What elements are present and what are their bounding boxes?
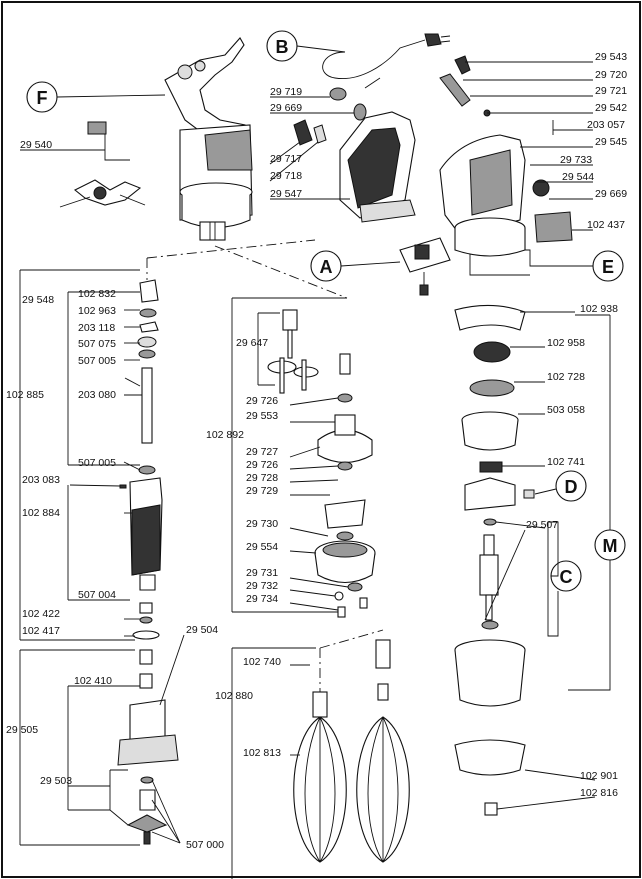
- label-102741: 102 741: [547, 456, 585, 468]
- callout-E-text: E: [602, 257, 614, 277]
- callout-F-text: F: [37, 88, 48, 108]
- callout-E: E: [469, 249, 624, 282]
- label-29548: 29 548: [22, 294, 54, 306]
- housing-shell-illustration: [339, 111, 416, 223]
- label-203118: 203 118: [78, 322, 115, 334]
- small-parts-upper-middle: [293, 87, 367, 146]
- label-29540: 29 540: [20, 139, 52, 151]
- label-29726-lower: 29 726: [246, 459, 278, 471]
- label-102437: 102 437: [587, 219, 625, 231]
- label-102417: 102 417: [22, 625, 60, 637]
- right-column-parts-illustration: [454, 304, 535, 816]
- callout-A: A: [310, 250, 401, 282]
- label-507000: 507 000: [186, 839, 224, 851]
- right-handle-housing-illustration: [439, 134, 573, 257]
- label-102728: 102 728: [547, 371, 585, 383]
- label-29554: 29 554: [246, 541, 278, 553]
- label-203057: 203 057: [587, 119, 625, 131]
- label-102963: 102 963: [78, 305, 116, 317]
- label-102813: 102 813: [243, 747, 281, 759]
- label-29669-left: 29 669: [270, 102, 302, 114]
- callout-M: M: [568, 314, 626, 691]
- switch-assembly-illustration: [399, 237, 451, 296]
- label-29504: 29 504: [186, 624, 218, 636]
- label-102740: 102 740: [243, 656, 281, 668]
- label-102832: 102 832: [78, 288, 116, 300]
- label-507075: 507 075: [78, 338, 116, 350]
- label-29719: 29 719: [270, 86, 302, 98]
- label-29545: 29 545: [595, 136, 627, 148]
- label-29734: 29 734: [246, 593, 278, 605]
- handle-frame-illustration: [59, 121, 146, 208]
- label-29721: 29 721: [595, 85, 627, 97]
- motor-housing-illustration: [164, 37, 253, 241]
- power-cable-illustration: [322, 33, 451, 89]
- label-102422: 102 422: [22, 608, 60, 620]
- label-507005-upper: 507 005: [78, 355, 116, 367]
- part-number-labels: 29 543 29 720 29 721 29 542 203 057 29 5…: [6, 51, 627, 851]
- label-203083: 203 083: [22, 474, 60, 486]
- callout-A-text: A: [320, 257, 333, 277]
- callout-F: F: [26, 81, 166, 113]
- label-102410: 102 410: [74, 675, 112, 687]
- label-29727: 29 727: [246, 446, 278, 458]
- middle-column-parts-illustration: [267, 309, 376, 618]
- label-507005-lower: 507 005: [78, 457, 116, 469]
- label-29732: 29 732: [246, 580, 278, 592]
- label-29542: 29 542: [595, 102, 627, 114]
- label-29647: 29 647: [236, 337, 268, 349]
- label-503058: 503 058: [547, 404, 585, 416]
- label-102892: 102 892: [206, 429, 244, 441]
- label-29730: 29 730: [246, 518, 278, 530]
- label-29505: 29 505: [6, 724, 38, 736]
- callout-B: B: [266, 30, 346, 62]
- label-29726-upper: 29 726: [246, 395, 278, 407]
- callout-M-text: M: [603, 536, 618, 556]
- leader-lines: [19, 61, 596, 879]
- label-29733: 29 733: [560, 154, 592, 166]
- label-102938: 102 938: [580, 303, 618, 315]
- label-29669-right: 29 669: [595, 188, 627, 200]
- callout-C-text: C: [560, 567, 573, 587]
- callout-C: C: [547, 521, 582, 637]
- label-507004: 507 004: [78, 589, 116, 601]
- label-102816: 102 816: [580, 787, 618, 799]
- label-29503: 29 503: [40, 775, 72, 787]
- label-29553: 29 553: [246, 410, 278, 422]
- label-29718: 29 718: [270, 170, 302, 182]
- label-102880: 102 880: [215, 690, 253, 702]
- label-102885: 102 885: [6, 389, 44, 401]
- whisk-illustration-left: [293, 691, 347, 863]
- label-29720: 29 720: [595, 69, 627, 81]
- label-102958: 102 958: [547, 337, 585, 349]
- whisk-illustration-right: [356, 639, 410, 863]
- label-29544: 29 544: [562, 171, 594, 183]
- callout-D: D: [534, 470, 587, 502]
- label-29543: 29 543: [595, 51, 627, 63]
- label-102901: 102 901: [580, 770, 618, 782]
- label-29507: 29 507: [526, 519, 558, 531]
- label-29731: 29 731: [246, 567, 278, 579]
- left-column-parts-illustration: [117, 279, 179, 845]
- callout-B-text: B: [276, 37, 289, 57]
- top-right-screws-illustration: [439, 55, 554, 135]
- label-29717: 29 717: [270, 153, 302, 165]
- label-29729: 29 729: [246, 485, 278, 497]
- callout-D-text: D: [565, 477, 578, 497]
- label-29728: 29 728: [246, 472, 278, 484]
- label-203080: 203 080: [78, 389, 116, 401]
- label-102884: 102 884: [22, 507, 60, 519]
- label-29547: 29 547: [270, 188, 302, 200]
